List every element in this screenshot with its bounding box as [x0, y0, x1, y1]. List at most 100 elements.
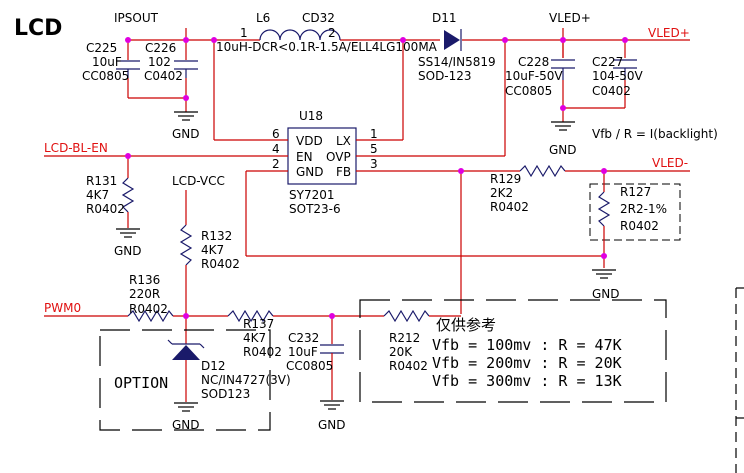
capacitor-c226	[174, 60, 198, 78]
d11-package: SOD-123	[418, 69, 472, 83]
l6-description: 10uH-DCR<0.1R-1.5A/ELL4LG100MA	[216, 40, 438, 54]
net-label-ipsout: IPSOUT	[114, 11, 159, 25]
net-label-pwm0: PWM0	[44, 301, 81, 315]
u18-pin-gnd-name: GND	[296, 165, 324, 179]
c227-value: 104-50V	[592, 69, 644, 83]
net-label-vled-minus: VLED-	[652, 156, 688, 170]
capacitor-c228	[551, 59, 575, 80]
r137-ref: R137	[243, 317, 274, 331]
option-box	[99, 329, 271, 431]
d12-package: SOD123	[201, 387, 250, 401]
u18-pin-4: 4	[272, 142, 280, 156]
c228-ref: C228	[518, 55, 549, 69]
capacitor-c232	[320, 316, 344, 400]
c225-value: 10uF	[92, 55, 122, 69]
c228-value: 10uF-50V	[505, 69, 563, 83]
cd32-ref: CD32	[302, 11, 335, 25]
c227-package: C0402	[592, 84, 631, 98]
u18-pin-fb-name: FB	[336, 165, 351, 179]
junction-dots	[125, 37, 628, 319]
u18-pin-lx-name: LX	[336, 134, 351, 148]
ground-symbol-4	[592, 269, 616, 279]
schematic-title: LCD	[14, 16, 62, 41]
ground-symbol-5	[320, 400, 344, 410]
c232-package: CC0805	[286, 359, 333, 373]
r131-package: R0402	[86, 202, 125, 216]
r129-value: 2K2	[490, 186, 513, 200]
r136-ref: R136	[129, 273, 160, 287]
gnd-label-6: GND	[172, 418, 200, 432]
formula-text: Vfb / R = I(backlight)	[592, 127, 718, 141]
u18-ref: U18	[299, 109, 323, 123]
resistor-r137	[227, 309, 384, 323]
resistor-r132	[179, 190, 193, 344]
d12-value: NC/IN4727(3V)	[201, 373, 291, 387]
resistor-r127	[589, 171, 681, 268]
resistor-r131	[121, 156, 135, 228]
c226-package: C0402	[144, 69, 183, 83]
reference-note-box	[359, 299, 667, 403]
zener-diode-d12	[167, 339, 205, 402]
r127-package: R0402	[620, 219, 659, 233]
capacitor-c227	[613, 59, 637, 80]
u18-pin-1: 1	[370, 127, 378, 141]
u18-pin-ovp-name: OVP	[326, 150, 351, 164]
net-label-lcd-bl-en: LCD-BL-EN	[44, 141, 108, 155]
gnd-label-4: GND	[592, 287, 620, 301]
ground-symbol-1	[174, 111, 198, 121]
c232-value: 10uF	[288, 345, 318, 359]
r131-ref: R131	[86, 174, 117, 188]
c232-ref: C232	[288, 331, 319, 345]
net-label-vled-plus-top: VLED+	[549, 11, 591, 25]
c226-value: 102	[148, 55, 171, 69]
c228-package: CC0805	[505, 84, 552, 98]
diode-d11	[444, 29, 462, 51]
u18-pin-3: 3	[370, 157, 378, 171]
note-line-2: Vfb = 200mv : R = 20K	[432, 354, 622, 372]
u18-pin-en-name: EN	[296, 150, 313, 164]
capacitor-c225	[116, 60, 140, 78]
r212-package: R0402	[389, 359, 428, 373]
r212-ref: R212	[389, 331, 420, 345]
net-label-lcd-vcc: LCD-VCC	[172, 174, 225, 188]
ground-symbol-6	[174, 402, 198, 412]
inductor-l6	[238, 29, 341, 41]
r212-value: 20K	[389, 345, 413, 359]
u18-pin-5: 5	[370, 142, 378, 156]
c226-ref: C226	[145, 41, 176, 55]
u18-package: SOT23-6	[289, 202, 341, 216]
u18-part: SY7201	[289, 188, 335, 202]
r137-value: 4K7	[243, 331, 266, 345]
d12-ref: D12	[201, 359, 226, 373]
d11-ref: D11	[432, 11, 457, 25]
r129-package: R0402	[490, 200, 529, 214]
ground-symbol-3	[116, 228, 140, 238]
r137-package: R0402	[243, 345, 282, 359]
option-label: OPTION	[114, 374, 168, 392]
net-label-vled-plus-right: VLED+	[648, 26, 690, 40]
u18-pin-vdd-name: VDD	[296, 134, 323, 148]
r136-value: 220R	[129, 287, 160, 301]
l6-pin1: 1	[240, 26, 248, 40]
resistor-r212	[383, 309, 461, 323]
l6-pin2: 2	[328, 26, 336, 40]
r127-ref: R127	[620, 185, 651, 199]
gnd-label-3: GND	[114, 244, 142, 258]
d11-value: SS14/IN5819	[418, 55, 496, 69]
r132-value: 4K7	[201, 243, 224, 257]
c227-ref: C227	[592, 55, 623, 69]
gnd-label-2: GND	[549, 143, 577, 157]
c225-package: CC0805	[82, 69, 129, 83]
r132-ref: R132	[201, 229, 232, 243]
note-heading: 仅供参考	[436, 316, 496, 334]
r131-value: 4K7	[86, 188, 109, 202]
r129-ref: R129	[490, 172, 521, 186]
r132-package: R0402	[201, 257, 240, 271]
u18-pin-6: 6	[272, 127, 280, 141]
r127-value: 2R2-1%	[620, 202, 667, 216]
note-line-1: Vfb = 100mv : R = 47K	[432, 336, 622, 354]
gnd-label-1: GND	[172, 127, 200, 141]
resistor-r129	[519, 164, 690, 178]
resistor-r136	[127, 309, 228, 323]
